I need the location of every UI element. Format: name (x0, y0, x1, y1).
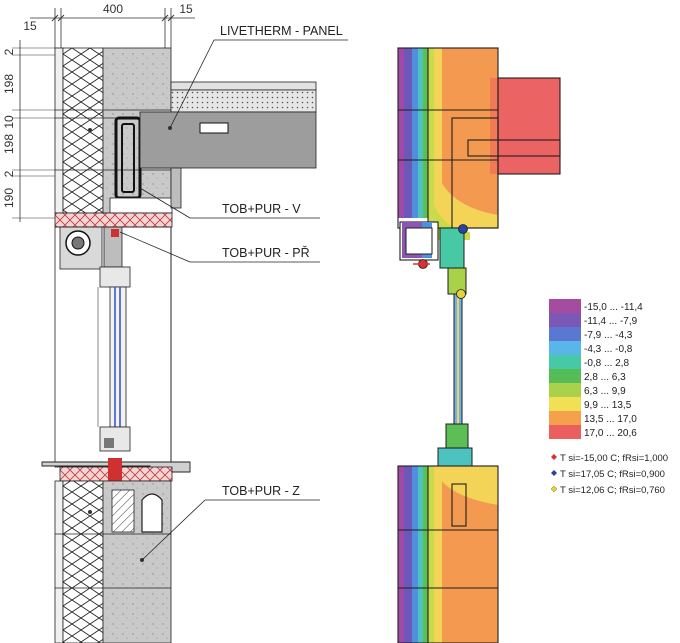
legend-swatch-2 (549, 327, 581, 341)
dim-v-5: 2 (2, 170, 16, 177)
lintel-insulation (54, 212, 173, 228)
lower-wall (54, 480, 172, 643)
roller-blind-box (59, 226, 123, 270)
label-tob-pur-z: TOB+PUR - Z (222, 484, 300, 498)
legend-swatch-0 (549, 299, 581, 313)
vertical-dimension (12, 40, 58, 222)
dim-v-3: 10 (2, 115, 16, 129)
legend-swatch-4 (549, 355, 581, 369)
temperature-legend: -15,0 ... -11,4 -11,4 ... -7,9 -7,9 ... … (549, 299, 668, 496)
construction-detail: 400 15 15 2 198 10 198 2 190 (2, 2, 348, 643)
leader-lines (119, 39, 348, 561)
legend-label-4: -0,8 ... 2,8 (584, 358, 629, 369)
legend-label-8: 13,5 ... 17,0 (584, 414, 637, 425)
label-livetherm-panel: LIVETHERM - PANEL (220, 24, 343, 38)
legend-label-9: 17,0 ... 20,6 (584, 428, 637, 439)
legend-label-6: 6,3 ... 9,9 (584, 386, 626, 397)
legend-label-3: -4,3 ... -0,8 (584, 344, 633, 355)
dim-v-1: 2 (2, 48, 16, 55)
legend-label-7: 9,9 ... 13,5 (584, 400, 632, 411)
thermal-field (397, 47, 561, 643)
legend-swatch-9 (549, 425, 581, 439)
legend-label-1: -11,4 ... -7,9 (584, 316, 638, 327)
legend-marker-label-1: T si=17,05 C; fRsi=0,900 (560, 469, 665, 480)
marker-blue (458, 224, 468, 234)
legend-label-2: -7,9 ... -4,3 (584, 330, 633, 341)
dim-v-4: 198 (2, 134, 16, 154)
legend-marker-label-0: T si=-15,00 C; fRsi=1,000 (560, 453, 668, 464)
legend-swatch-1 (549, 313, 581, 327)
floor-slab (139, 81, 317, 209)
window-frame (97, 266, 131, 452)
legend-marker-blue (551, 470, 557, 476)
dim-left-offset: 15 (23, 19, 37, 33)
legend-swatch-5 (549, 369, 581, 383)
legend-marker-yellow (550, 485, 558, 493)
marker-yellow (456, 289, 466, 299)
dim-v-2: 198 (2, 74, 16, 94)
legend-label-5: 2,8 ... 6,3 (584, 372, 626, 383)
legend-swatch-7 (549, 397, 581, 411)
legend-marker-label-2: T si=12,06 C; fRsi=0,760 (560, 485, 665, 496)
legend-swatch-6 (549, 383, 581, 397)
dim-right-offset: 15 (179, 2, 193, 16)
legend-swatch-3 (549, 341, 581, 355)
top-dimension (30, 8, 195, 48)
label-tob-pur-v: TOB+PUR - V (222, 202, 301, 216)
window-sill (41, 458, 191, 484)
label-tob-pur-pr: TOB+PUR - PŘ (222, 245, 310, 260)
legend-swatch-8 (549, 411, 581, 425)
legend-label-0: -15,0 ... -11,4 (584, 302, 643, 313)
dim-v-6: 190 (2, 188, 16, 208)
legend-marker-red (551, 454, 557, 460)
dim-width: 400 (103, 2, 123, 16)
